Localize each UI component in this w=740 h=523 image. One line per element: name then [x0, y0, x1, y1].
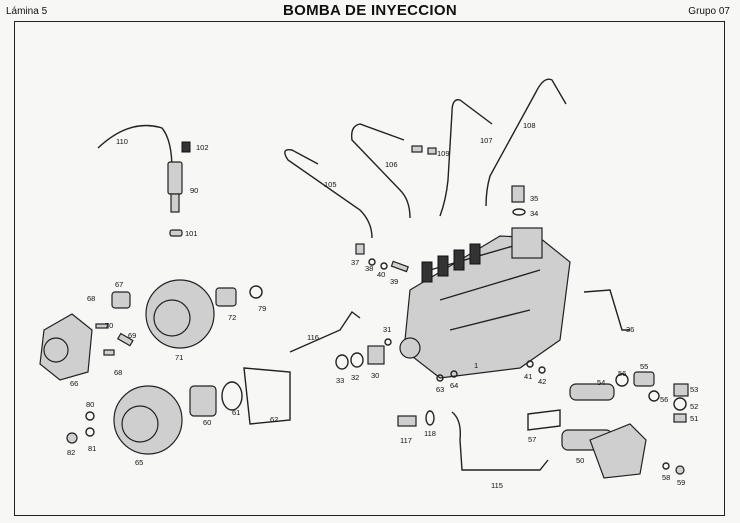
part-label: 108	[523, 121, 536, 130]
part-label: 56	[660, 395, 668, 404]
part-label: 32	[351, 373, 359, 382]
part-label: 64	[450, 381, 458, 390]
return-pipe	[397, 410, 549, 471]
part-label: 31	[383, 325, 391, 334]
fuel-lines	[284, 78, 567, 239]
page-title: BOMBA DE INYECCION	[282, 2, 458, 19]
part-label: 68	[114, 368, 122, 377]
part-label: 102	[196, 143, 209, 152]
delivery-valve-fittings	[511, 185, 526, 216]
control-lever	[583, 289, 630, 331]
part-label: 1	[474, 361, 478, 370]
part-label: 41	[524, 372, 532, 381]
part-label: 71	[175, 353, 183, 362]
part-label: 37	[351, 258, 359, 267]
part-label: 68	[87, 294, 95, 303]
part-label: 42	[538, 377, 546, 386]
part-label: 50	[576, 456, 584, 465]
part-label: 110	[116, 137, 128, 146]
part-label: 72	[228, 313, 236, 322]
part-label: 60	[203, 418, 211, 427]
part-label: 118	[424, 429, 436, 438]
part-label: 109	[437, 149, 450, 158]
part-label: 66	[70, 379, 78, 388]
pump-body	[399, 227, 571, 379]
part-label: 82	[67, 448, 75, 457]
part-label: 33	[336, 376, 344, 385]
part-label: 30	[371, 371, 379, 380]
part-label: 58	[662, 473, 670, 482]
part-label: 55	[640, 362, 648, 371]
plate-number: Lámina 5	[6, 6, 48, 17]
diagram-frame	[14, 21, 725, 516]
part-label: 90	[190, 186, 198, 195]
injector-assembly	[97, 124, 191, 237]
part-label: 105	[324, 180, 337, 189]
small-parts	[335, 243, 546, 382]
part-label: 106	[385, 160, 398, 169]
part-label: 59	[677, 478, 685, 487]
linkage-rod	[289, 310, 361, 353]
part-label: 79	[258, 304, 266, 313]
part-label: 101	[185, 229, 198, 238]
part-label: 38	[365, 264, 373, 273]
part-number-labels: 110 102 90 101 105 106 109 107 108 35 34…	[67, 121, 698, 490]
part-label: 107	[480, 136, 493, 145]
part-label: 117	[400, 436, 412, 445]
part-label: 62	[270, 415, 278, 424]
part-label: 115	[491, 481, 503, 490]
part-label: 51	[690, 414, 698, 423]
part-label: 63	[436, 385, 444, 394]
group-number: Grupo 07	[688, 6, 730, 17]
part-label: 34	[530, 209, 538, 218]
part-label: 39	[390, 277, 398, 286]
part-label: 40	[377, 270, 385, 279]
part-label: 57	[528, 435, 536, 444]
part-label: 54	[597, 378, 605, 387]
part-label: 70	[105, 321, 113, 330]
part-label: 61	[232, 408, 240, 417]
drive-coupling	[39, 279, 291, 455]
part-label: 65	[135, 458, 143, 467]
part-label: 56	[618, 369, 626, 378]
part-label: 69	[128, 331, 136, 340]
part-label: 116	[307, 333, 319, 342]
part-label: 81	[88, 444, 96, 453]
part-label: 67	[115, 280, 123, 289]
part-label: 53	[690, 385, 698, 394]
part-label: 52	[690, 402, 698, 411]
feed-pump	[527, 371, 689, 479]
part-label: 36	[626, 325, 634, 334]
part-label: 80	[86, 400, 94, 409]
part-label: 35	[530, 194, 538, 203]
